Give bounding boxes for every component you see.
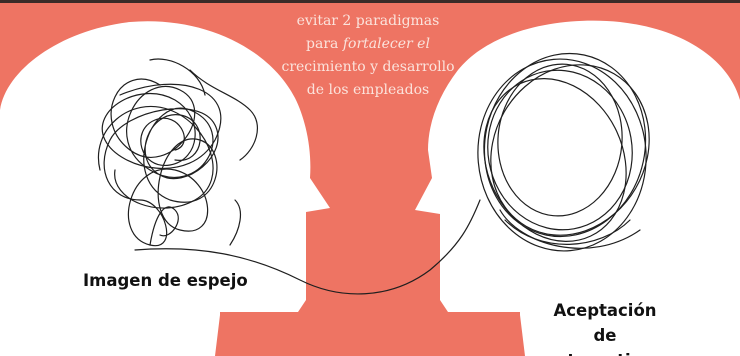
loop-scribble-icon [477, 52, 650, 252]
label-right-line-2: estereotipos [546, 348, 664, 356]
caption-text: evitar 2 paradigmas para fortalecer el c… [248, 10, 488, 102]
label-stereotype-acceptance: Aceptación de estereotipos [546, 298, 664, 356]
caption-line-3: crecimiento y desarrollo [281, 59, 455, 75]
left-head-silhouette [0, 21, 330, 356]
caption-line-2: para fortalecer el [248, 33, 488, 56]
caption-line-2-a: para [306, 36, 339, 52]
label-mirror-image: Imagen de espejo [83, 271, 248, 290]
caption-line-4: de los empleados [306, 82, 430, 98]
caption-line-1: evitar 2 paradigmas [296, 13, 440, 29]
center-base [220, 312, 520, 356]
label-right-line-1: Aceptación de [553, 301, 657, 345]
tangled-scribble-icon [97, 58, 481, 295]
top-divider [0, 0, 740, 3]
caption-line-2-b: fortalecer el [342, 36, 430, 52]
